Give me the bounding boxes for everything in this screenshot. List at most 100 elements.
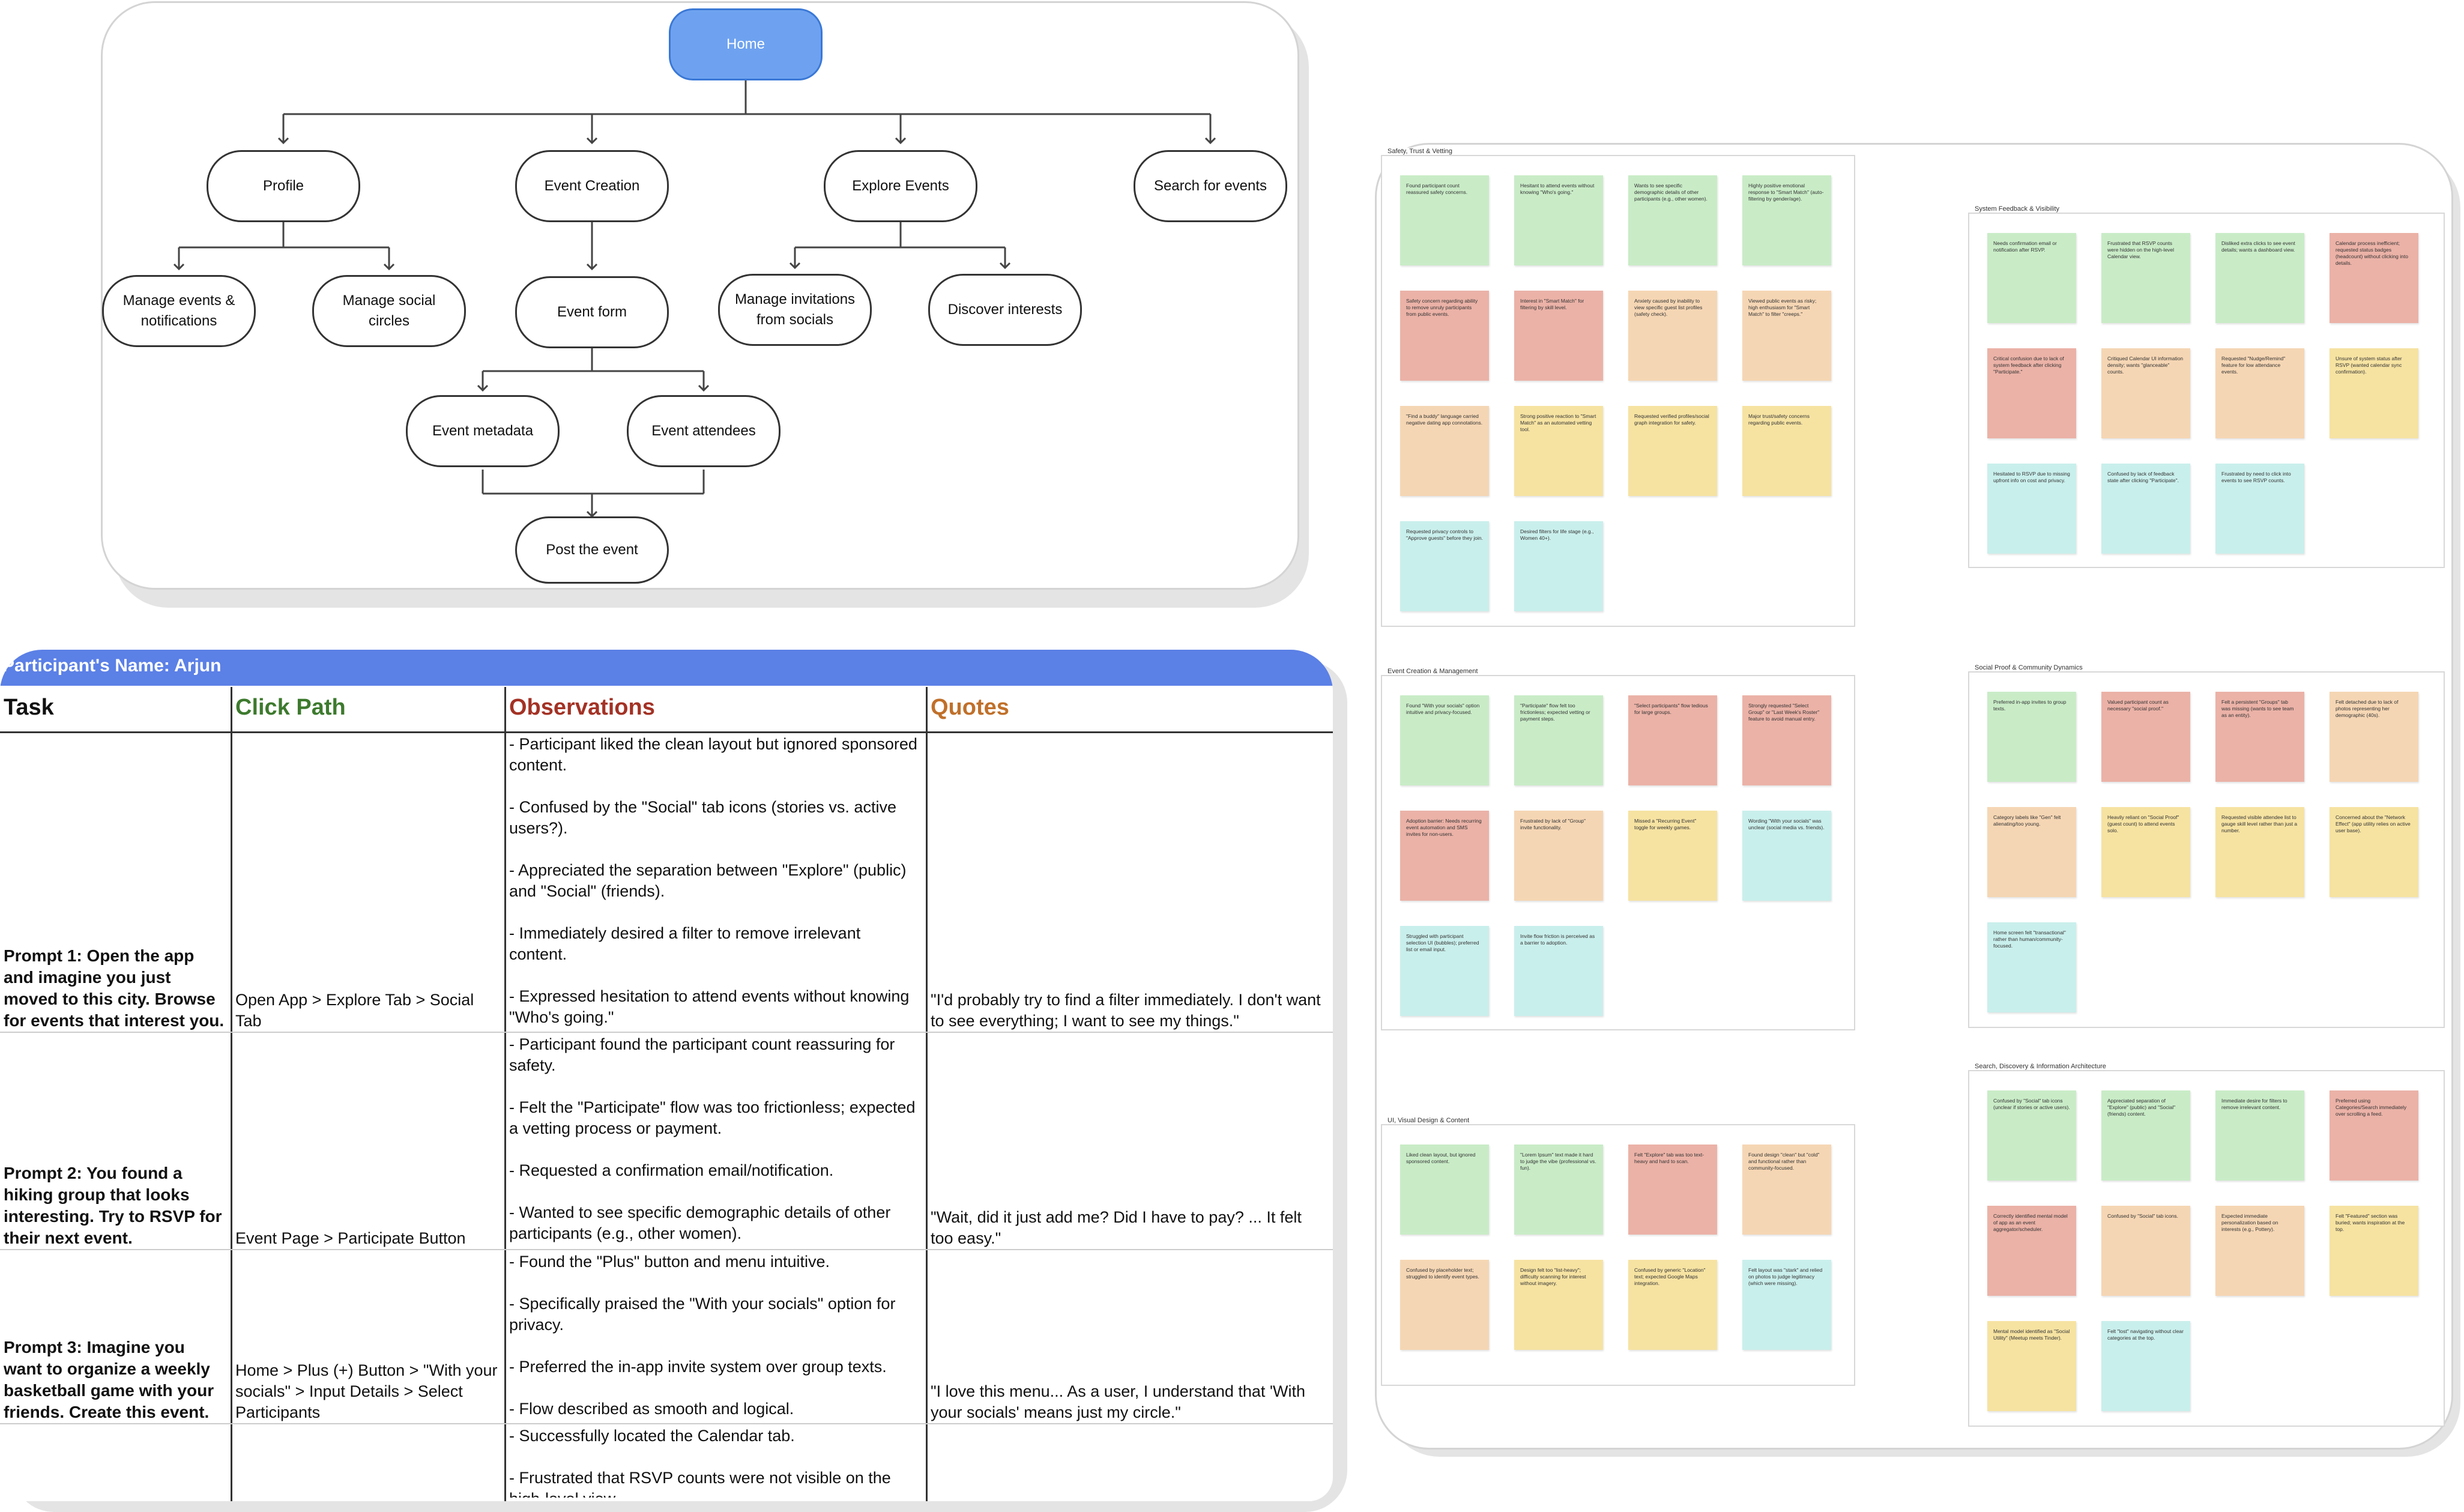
sticky-note[interactable]: Home screen felt "transactional" rather … xyxy=(1987,922,2076,1012)
quote-text: "Wait, did it just add me? Did I have to… xyxy=(931,1208,1302,1247)
sitemap-node-event-metadata[interactable]: Event metadata xyxy=(406,395,560,467)
sticky-note[interactable]: Calendar process inefficient; requested … xyxy=(2330,233,2418,323)
sticky-note[interactable]: Heavily reliant on "Social Proof" (guest… xyxy=(2101,807,2190,897)
sticky-note[interactable]: Felt a persistent "Groups" tab was missi… xyxy=(2215,692,2304,782)
sticky-note[interactable]: Felt layout was "stark" and relied on ph… xyxy=(1742,1260,1831,1350)
sticky-note[interactable]: Confused by lack of feedback state after… xyxy=(2101,464,2190,554)
sticky-note[interactable]: Design felt too "list-heavy"; difficulty… xyxy=(1514,1260,1603,1350)
sticky-note[interactable]: Felt detached due to lack of photos repr… xyxy=(2330,692,2418,782)
sticky-note[interactable]: Found participant count reassured safety… xyxy=(1400,175,1489,265)
sticky-note[interactable]: Confused by placeholder text; struggled … xyxy=(1400,1260,1489,1350)
task-text: Prompt 2: You found a hiking group that … xyxy=(4,1164,222,1247)
sticky-note[interactable]: Invite flow friction is perceived as a b… xyxy=(1514,926,1603,1016)
table-row-2-task: Prompt 2: You found a hiking group that … xyxy=(0,1034,231,1249)
table-row-2-quote: "Wait, did it just add me? Did I have to… xyxy=(927,1034,1329,1249)
sticky-note[interactable]: Confused by generic "Location" text; exp… xyxy=(1628,1260,1717,1350)
sticky-note[interactable]: Category labels like "Gen" felt alienati… xyxy=(1987,807,2076,897)
table-row-3-observations: - Found the "Plus" button and menu intui… xyxy=(509,1253,896,1418)
table-row-3-click-path: Home > Plus (+) Button > "With your soci… xyxy=(232,1251,504,1423)
sticky-note[interactable]: Found design "clean" but "cold" and func… xyxy=(1742,1145,1831,1235)
sticky-note[interactable]: Liked clean layout, but ignored sponsore… xyxy=(1400,1145,1489,1235)
sticky-note[interactable]: Frustrated by need to click into events … xyxy=(2215,464,2304,554)
sitemap-node-manage-invitations[interactable]: Manage invitations from socials xyxy=(718,274,872,346)
table-row-2-observations: - Participant found the participant coun… xyxy=(509,1035,916,1242)
sticky-note[interactable]: "Lorem Ipsum" text made it hard to judge… xyxy=(1514,1145,1603,1235)
sticky-note[interactable]: Wants to see specific demographic detail… xyxy=(1628,175,1717,265)
sticky-note[interactable]: Unsure of system status after RSVP (want… xyxy=(2330,348,2418,438)
sticky-note[interactable]: Felt "lost" navigating without clear cat… xyxy=(2101,1321,2190,1411)
sticky-note[interactable]: Confused by "Social" tab icons. xyxy=(2101,1206,2190,1296)
sticky-note[interactable]: Preferred using Categories/Search immedi… xyxy=(2330,1090,2418,1181)
usability-test-table: Participant's Name: Arjun Task Click Pat… xyxy=(0,650,1333,1501)
sticky-note[interactable]: Wording "With your socials" was unclear … xyxy=(1742,811,1831,901)
sticky-note[interactable]: Disliked extra clicks to see event detai… xyxy=(2215,233,2304,323)
sticky-note[interactable]: Strong positive reaction to "Smart Match… xyxy=(1514,406,1603,496)
sticky-note[interactable]: Viewed public events as risky; high enth… xyxy=(1742,291,1831,381)
sticky-note[interactable]: Needs confirmation email or notification… xyxy=(1987,233,2076,323)
sitemap-node-search[interactable]: Search for events xyxy=(1134,150,1287,222)
sitemap-node-home[interactable]: Home xyxy=(669,8,823,80)
sticky-note[interactable]: Expected immediate personalization based… xyxy=(2215,1206,2304,1296)
sticky-note[interactable]: Requested visible attendee list to gauge… xyxy=(2215,807,2304,897)
sticky-note[interactable]: Mental model identified as "Social Utili… xyxy=(1987,1321,2076,1411)
table-title-bar: Participant's Name: Arjun xyxy=(0,650,1333,686)
sticky-note[interactable]: "Select participants" flow tedious for l… xyxy=(1628,695,1717,785)
sticky-note[interactable]: Frustrated that RSVP counts were hidden … xyxy=(2101,233,2190,323)
sticky-note[interactable]: Hesitated to RSVP due to missing upfront… xyxy=(1987,464,2076,554)
sticky-note[interactable]: Desired filters for life stage (e.g., Wo… xyxy=(1514,521,1603,611)
sticky-note[interactable]: Valued participant count as necessary "s… xyxy=(2101,692,2190,782)
sticky-note[interactable]: Appreciated separation of "Explore" (pub… xyxy=(2101,1090,2190,1181)
header-observations: Observations xyxy=(509,695,655,720)
sitemap-node-profile[interactable]: Profile xyxy=(207,150,360,222)
sticky-note[interactable]: Concerned about the "Network Effect" (ap… xyxy=(2330,807,2418,897)
table-row-4-observations: - Successfully located the Calendar tab.… xyxy=(509,1427,891,1498)
sitemap-node-manage-social[interactable]: Manage social circles xyxy=(312,275,466,347)
sticky-note[interactable]: Correctly identified mental model of app… xyxy=(1987,1206,2076,1296)
sticky-note[interactable]: Felt "Explore" tab was too text-heavy an… xyxy=(1628,1145,1717,1235)
sticky-note[interactable]: Safety concern regarding ability to remo… xyxy=(1400,291,1489,381)
cluster-title: UI, Visual Design & Content xyxy=(1386,1117,1472,1124)
sticky-note[interactable]: Requested privacy controls to "Approve g… xyxy=(1400,521,1489,611)
sticky-note[interactable]: Struggled with participant selection UI … xyxy=(1400,926,1489,1016)
sticky-note[interactable]: Felt "Featured" section was buried; want… xyxy=(2330,1206,2418,1296)
sitemap-node-post-event[interactable]: Post the event xyxy=(515,516,669,584)
table-row-1-observations: - Participant liked the clean layout but… xyxy=(509,735,917,1026)
table-row-3-task: Prompt 3: Imagine you want to organize a… xyxy=(0,1251,231,1423)
sticky-note[interactable]: Critical confusion due to lack of system… xyxy=(1987,348,2076,438)
sitemap-node-discover-interests[interactable]: Discover interests xyxy=(928,274,1082,346)
sticky-note[interactable]: Requested "Nudge/Remind" feature for low… xyxy=(2215,348,2304,438)
sitemap-node-event-creation[interactable]: Event Creation xyxy=(515,150,669,222)
task-text: Prompt 3: Imagine you want to organize a… xyxy=(4,1338,214,1421)
quote-text: "I love this menu... As a user, I unders… xyxy=(931,1382,1306,1421)
sticky-note[interactable]: Missed a "Recurring Event" toggle for we… xyxy=(1628,811,1717,901)
table-row-1-click-path: Open App > Explore Tab > Social Tab xyxy=(232,734,504,1032)
sticky-note[interactable]: Confused by "Social" tab icons (unclear … xyxy=(1987,1090,2076,1181)
sticky-note[interactable]: Hesitant to attend events without knowin… xyxy=(1514,175,1603,265)
header-click-path: Click Path xyxy=(235,695,346,720)
sticky-note[interactable]: Highly positive emotional response to "S… xyxy=(1742,175,1831,265)
table-row-2-click-path: Event Page > Participate Button xyxy=(232,1034,504,1249)
sticky-note[interactable]: Preferred in-app invites to group texts. xyxy=(1987,692,2076,782)
sticky-note[interactable]: Found "With your socials" option intuiti… xyxy=(1400,695,1489,785)
sticky-note[interactable]: Immediate desire for filters to remove i… xyxy=(2215,1090,2304,1181)
sticky-note[interactable]: Adoption barrier: Needs recurring event … xyxy=(1400,811,1489,901)
sticky-note[interactable]: Interest in "Smart Match" for filtering … xyxy=(1514,291,1603,381)
sitemap-node-manage-events[interactable]: Manage events & notifications xyxy=(102,275,256,347)
sticky-note[interactable]: Frustrated by lack of "Group" invite fun… xyxy=(1514,811,1603,901)
sitemap-node-event-attendees[interactable]: Event attendees xyxy=(627,395,781,467)
cluster-title: Event Creation & Management xyxy=(1386,668,1480,675)
sticky-note[interactable]: "Find a buddy" language carried negative… xyxy=(1400,406,1489,496)
cluster-title: Search, Discovery & Information Architec… xyxy=(1973,1063,2108,1070)
sitemap-node-explore-events[interactable]: Explore Events xyxy=(824,150,977,222)
sticky-note[interactable]: Strongly requested "Select Group" or "La… xyxy=(1742,695,1831,785)
cluster-title: Social Proof & Community Dynamics xyxy=(1973,664,2085,671)
sticky-note[interactable]: Major trust/safety concerns regarding pu… xyxy=(1742,406,1831,496)
sitemap-node-event-form[interactable]: Event form xyxy=(515,276,669,348)
sticky-note[interactable]: Anxiety caused by inability to view spec… xyxy=(1628,291,1717,381)
sticky-note[interactable]: "Participate" flow felt too frictionless… xyxy=(1514,695,1603,785)
sticky-note[interactable]: Requested verified profiles/social graph… xyxy=(1628,406,1717,496)
sticky-note[interactable]: Critiqued Calendar UI information densit… xyxy=(2101,348,2190,438)
